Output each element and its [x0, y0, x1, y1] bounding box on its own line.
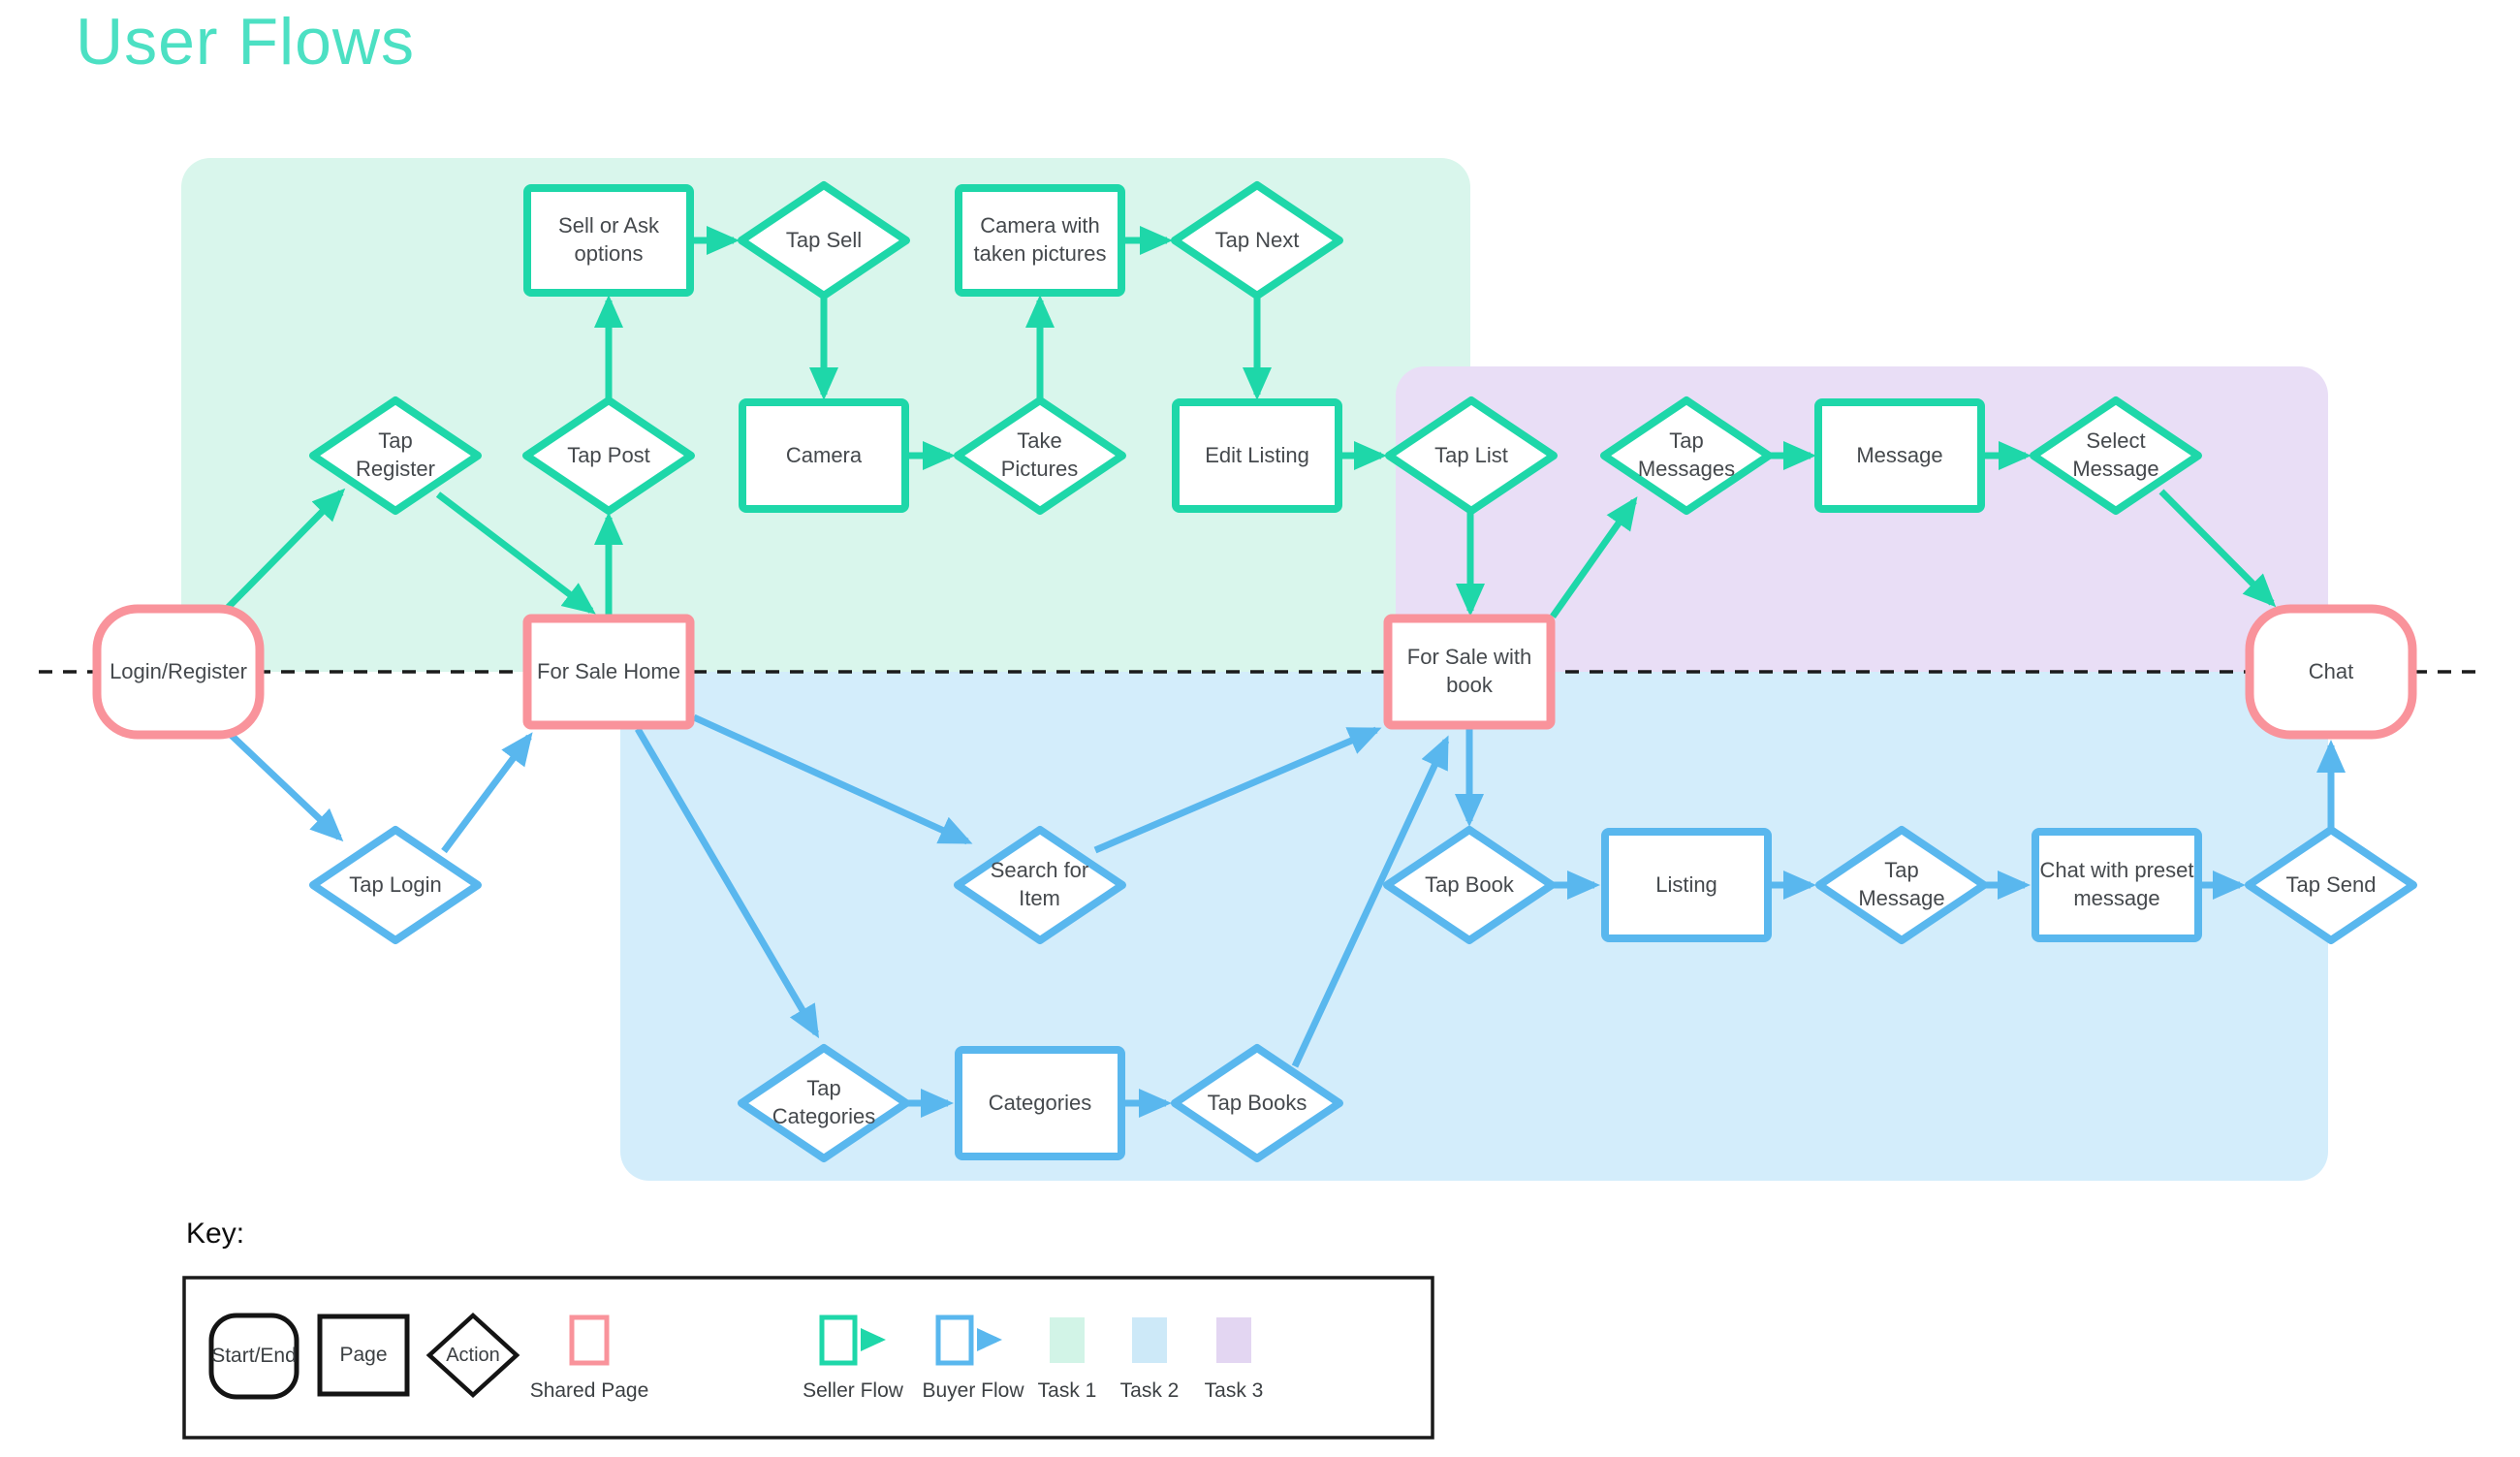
node-tap-login-label: Tap Login [349, 871, 442, 897]
node-chat-preset-label: Chat with preset message [2039, 858, 2194, 910]
node-tap-messages-label: Tap Messages [1637, 428, 1736, 481]
node-tap-list-label: Tap List [1434, 442, 1508, 467]
node-select-message-label: Select Message [2072, 428, 2159, 481]
node-tap-sell-label: Tap Sell [785, 227, 863, 252]
node-sell-or-ask-shape [523, 184, 694, 297]
shared-nodes [92, 604, 2417, 740]
key-action-shape [425, 1312, 520, 1399]
edge-tap-login-home [441, 732, 533, 854]
node-listing-label: Listing [1655, 871, 1717, 897]
seller-edges [218, 226, 2277, 619]
node-tap-sell-shape [738, 181, 910, 300]
node-edit-listing-label: Edit Listing [1205, 442, 1309, 467]
node-tap-post-label: Tap Post [567, 442, 650, 467]
key-task3-swatch [1216, 1317, 1251, 1363]
node-tap-list-shape [1385, 396, 1558, 515]
node-take-pictures-label: Take Pictures [1000, 428, 1079, 481]
node-login-register-label: Login/Register [110, 658, 247, 683]
edge-book-tap-messages [1550, 496, 1638, 619]
node-camera-taken-shape [955, 184, 1125, 297]
buyer-edges [224, 713, 2346, 1118]
node-chat-preset-shape [2032, 828, 2202, 942]
node-message-label: Message [1856, 442, 1943, 467]
node-for-sale-home-shape [522, 614, 695, 730]
node-tap-next-label: Tap Next [1214, 227, 1300, 252]
node-tap-register-label: Tap Register [356, 428, 435, 481]
key-task2-swatch [1132, 1317, 1167, 1363]
key-start-end-shape [208, 1313, 299, 1400]
node-login-register-shape [92, 604, 265, 740]
edge-login-tap-register [218, 488, 346, 618]
key-task2-label: Task 2 [1119, 1378, 1180, 1402]
node-edit-listing-shape [1172, 398, 1342, 513]
node-tap-message-shape [1815, 826, 1988, 944]
node-chat-shape [2245, 604, 2417, 740]
key-action-label: Action [446, 1344, 500, 1366]
node-tap-login-shape [309, 826, 482, 944]
key-task3-label: Task 3 [1204, 1378, 1264, 1402]
node-tap-books-shape [1171, 1044, 1343, 1162]
node-message-shape [1814, 398, 1985, 513]
node-for-sale-book-label: For Sale with book [1406, 645, 1532, 697]
key-page-shape [317, 1314, 410, 1397]
node-tap-messages-shape [1600, 396, 1773, 515]
node-chat-label: Chat [2308, 658, 2354, 683]
edge-tap-books-book [1291, 735, 1450, 1068]
node-search-item-shape [954, 826, 1126, 944]
key-heading: Key: [186, 1218, 245, 1250]
node-tap-send-shape [2245, 826, 2417, 944]
edge-select-message-chat [2158, 489, 2277, 608]
node-tap-books-label: Tap Books [1207, 1090, 1307, 1115]
key-start-end-label: Start/End [211, 1344, 297, 1367]
node-search-item-label: Search for Item [990, 858, 1089, 910]
seller-nodes [309, 181, 2202, 515]
edge-login-tap-login [224, 728, 344, 842]
key-buyer-flow-swatch [935, 1314, 974, 1366]
node-tap-send-label: Tap Send [2285, 871, 2377, 897]
edge-tap-register-home [435, 491, 596, 615]
node-tap-book-label: Tap Book [1425, 871, 1514, 897]
node-categories-shape [955, 1046, 1125, 1160]
node-sell-or-ask-label: Sell or Ask options [558, 213, 659, 266]
node-tap-message-label: Tap Message [1858, 858, 1945, 910]
node-tap-next-shape [1171, 181, 1343, 300]
node-categories-label: Categories [988, 1090, 1092, 1115]
key-seller-flow-swatch [819, 1314, 858, 1366]
buyer-nodes [309, 826, 2417, 1162]
node-listing-shape [1601, 828, 1772, 942]
node-camera-shape [739, 398, 909, 513]
key-page-label: Page [339, 1343, 388, 1366]
key-seller-flow-label: Seller Flow [803, 1378, 903, 1402]
node-tap-book-shape [1383, 826, 1556, 944]
key-shapes [208, 1312, 520, 1400]
key-task1-label: Task 1 [1037, 1378, 1097, 1402]
node-tap-categories-shape [738, 1044, 910, 1162]
node-tap-post-shape [522, 396, 695, 515]
node-camera-label: Camera [785, 442, 863, 467]
key-buyer-flow-label: Buyer Flow [922, 1378, 1024, 1402]
edge-home-tap-categories [634, 727, 820, 1039]
key-task1-swatch [1050, 1317, 1085, 1363]
node-camera-taken-label: Camera with taken pictures [973, 213, 1107, 266]
node-tap-register-shape [309, 396, 482, 515]
node-for-sale-home-label: For Sale Home [537, 658, 680, 683]
node-for-sale-book-shape [1383, 614, 1556, 730]
node-select-message-shape [2030, 396, 2202, 515]
edge-search-item-book [1093, 726, 1382, 854]
edge-home-search-item [692, 713, 973, 845]
key-shared-page-label: Shared Page [529, 1378, 649, 1402]
page-title: User Flows [76, 5, 416, 79]
node-take-pictures-shape [954, 396, 1126, 515]
node-tap-categories-label: Tap Categories [772, 1076, 876, 1128]
key-shared-page-swatch [569, 1314, 610, 1366]
